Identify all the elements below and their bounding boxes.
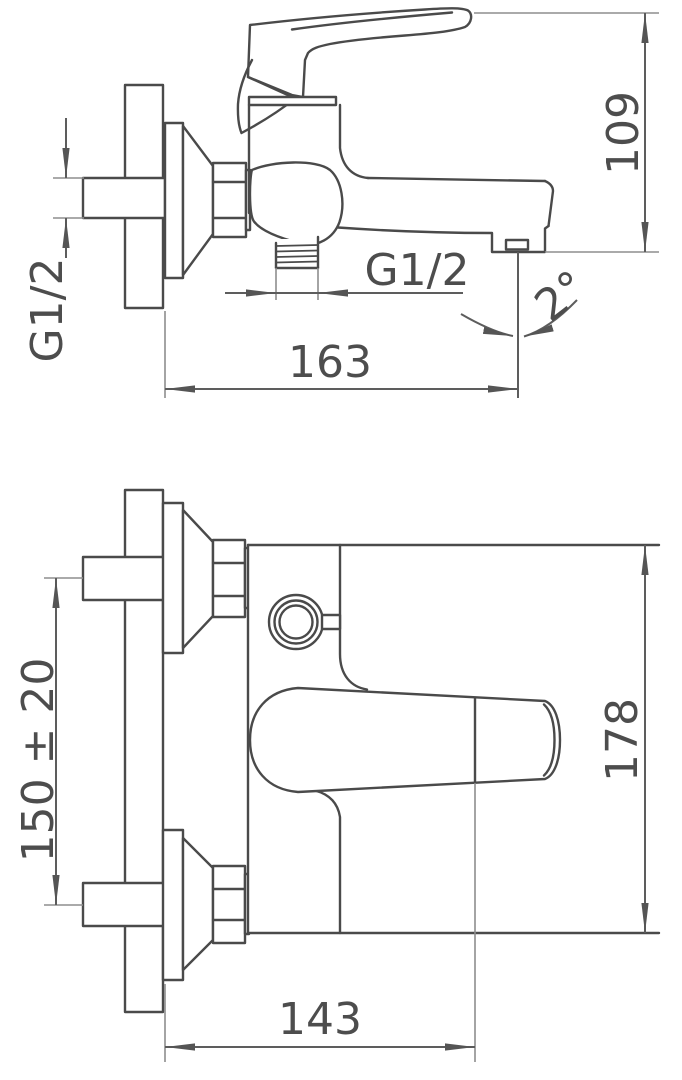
lever-handle-plan <box>248 686 562 794</box>
inlet-pipe-bottom <box>81 881 167 928</box>
dim-label-178: 178 <box>597 698 648 782</box>
eccentric-connector <box>163 121 252 280</box>
lever-handle <box>236 7 473 135</box>
body-collar <box>247 95 338 107</box>
dim-label-g12-inlet: G1/2 <box>22 258 73 363</box>
side-view: 109 G1/2 G1/2 2° <box>22 7 659 398</box>
dim-label-109: 109 <box>598 91 649 175</box>
dimension-143: 143 <box>164 783 476 1062</box>
shower-outlet-thread <box>274 235 320 270</box>
dim-label-angle-2deg: 2° <box>526 261 597 332</box>
plan-view: 150 ± 20 178 143 <box>13 488 661 1062</box>
lever-rear-tip <box>236 58 297 135</box>
dim-label-150-20: 150 ± 20 <box>13 658 64 863</box>
dim-label-g12-outlet: G1/2 <box>365 245 470 296</box>
body-belly <box>248 161 344 246</box>
dim-label-163: 163 <box>288 337 372 388</box>
dimension-spout-angle: 2° <box>460 252 597 398</box>
faucet-body <box>247 95 555 270</box>
dimension-178: 178 <box>597 545 649 933</box>
dimension-g12-outlet: G1/2 <box>225 245 469 300</box>
eccentric-connector-top <box>161 501 251 655</box>
lever-top-inner-line <box>290 11 454 31</box>
inlet-pipe <box>81 176 167 220</box>
inlet-pipe-top <box>81 555 167 602</box>
hex-nut-top <box>211 538 247 619</box>
shower-connection <box>267 593 342 651</box>
aerator <box>504 238 530 251</box>
spout <box>336 176 555 254</box>
hex-nut-bottom <box>211 864 247 945</box>
dimension-163: 163 <box>164 311 518 398</box>
dimension-150-20: 150 ± 20 <box>13 577 83 906</box>
dim-label-143: 143 <box>278 994 362 1045</box>
dimension-109: 109 <box>474 12 659 253</box>
faucet-body-plan <box>246 543 661 935</box>
hex-nut <box>211 161 248 239</box>
dimension-g12-inlet: G1/2 <box>22 118 84 362</box>
wall-section-plan <box>123 488 165 1014</box>
eccentric-connector-bottom <box>161 828 251 982</box>
